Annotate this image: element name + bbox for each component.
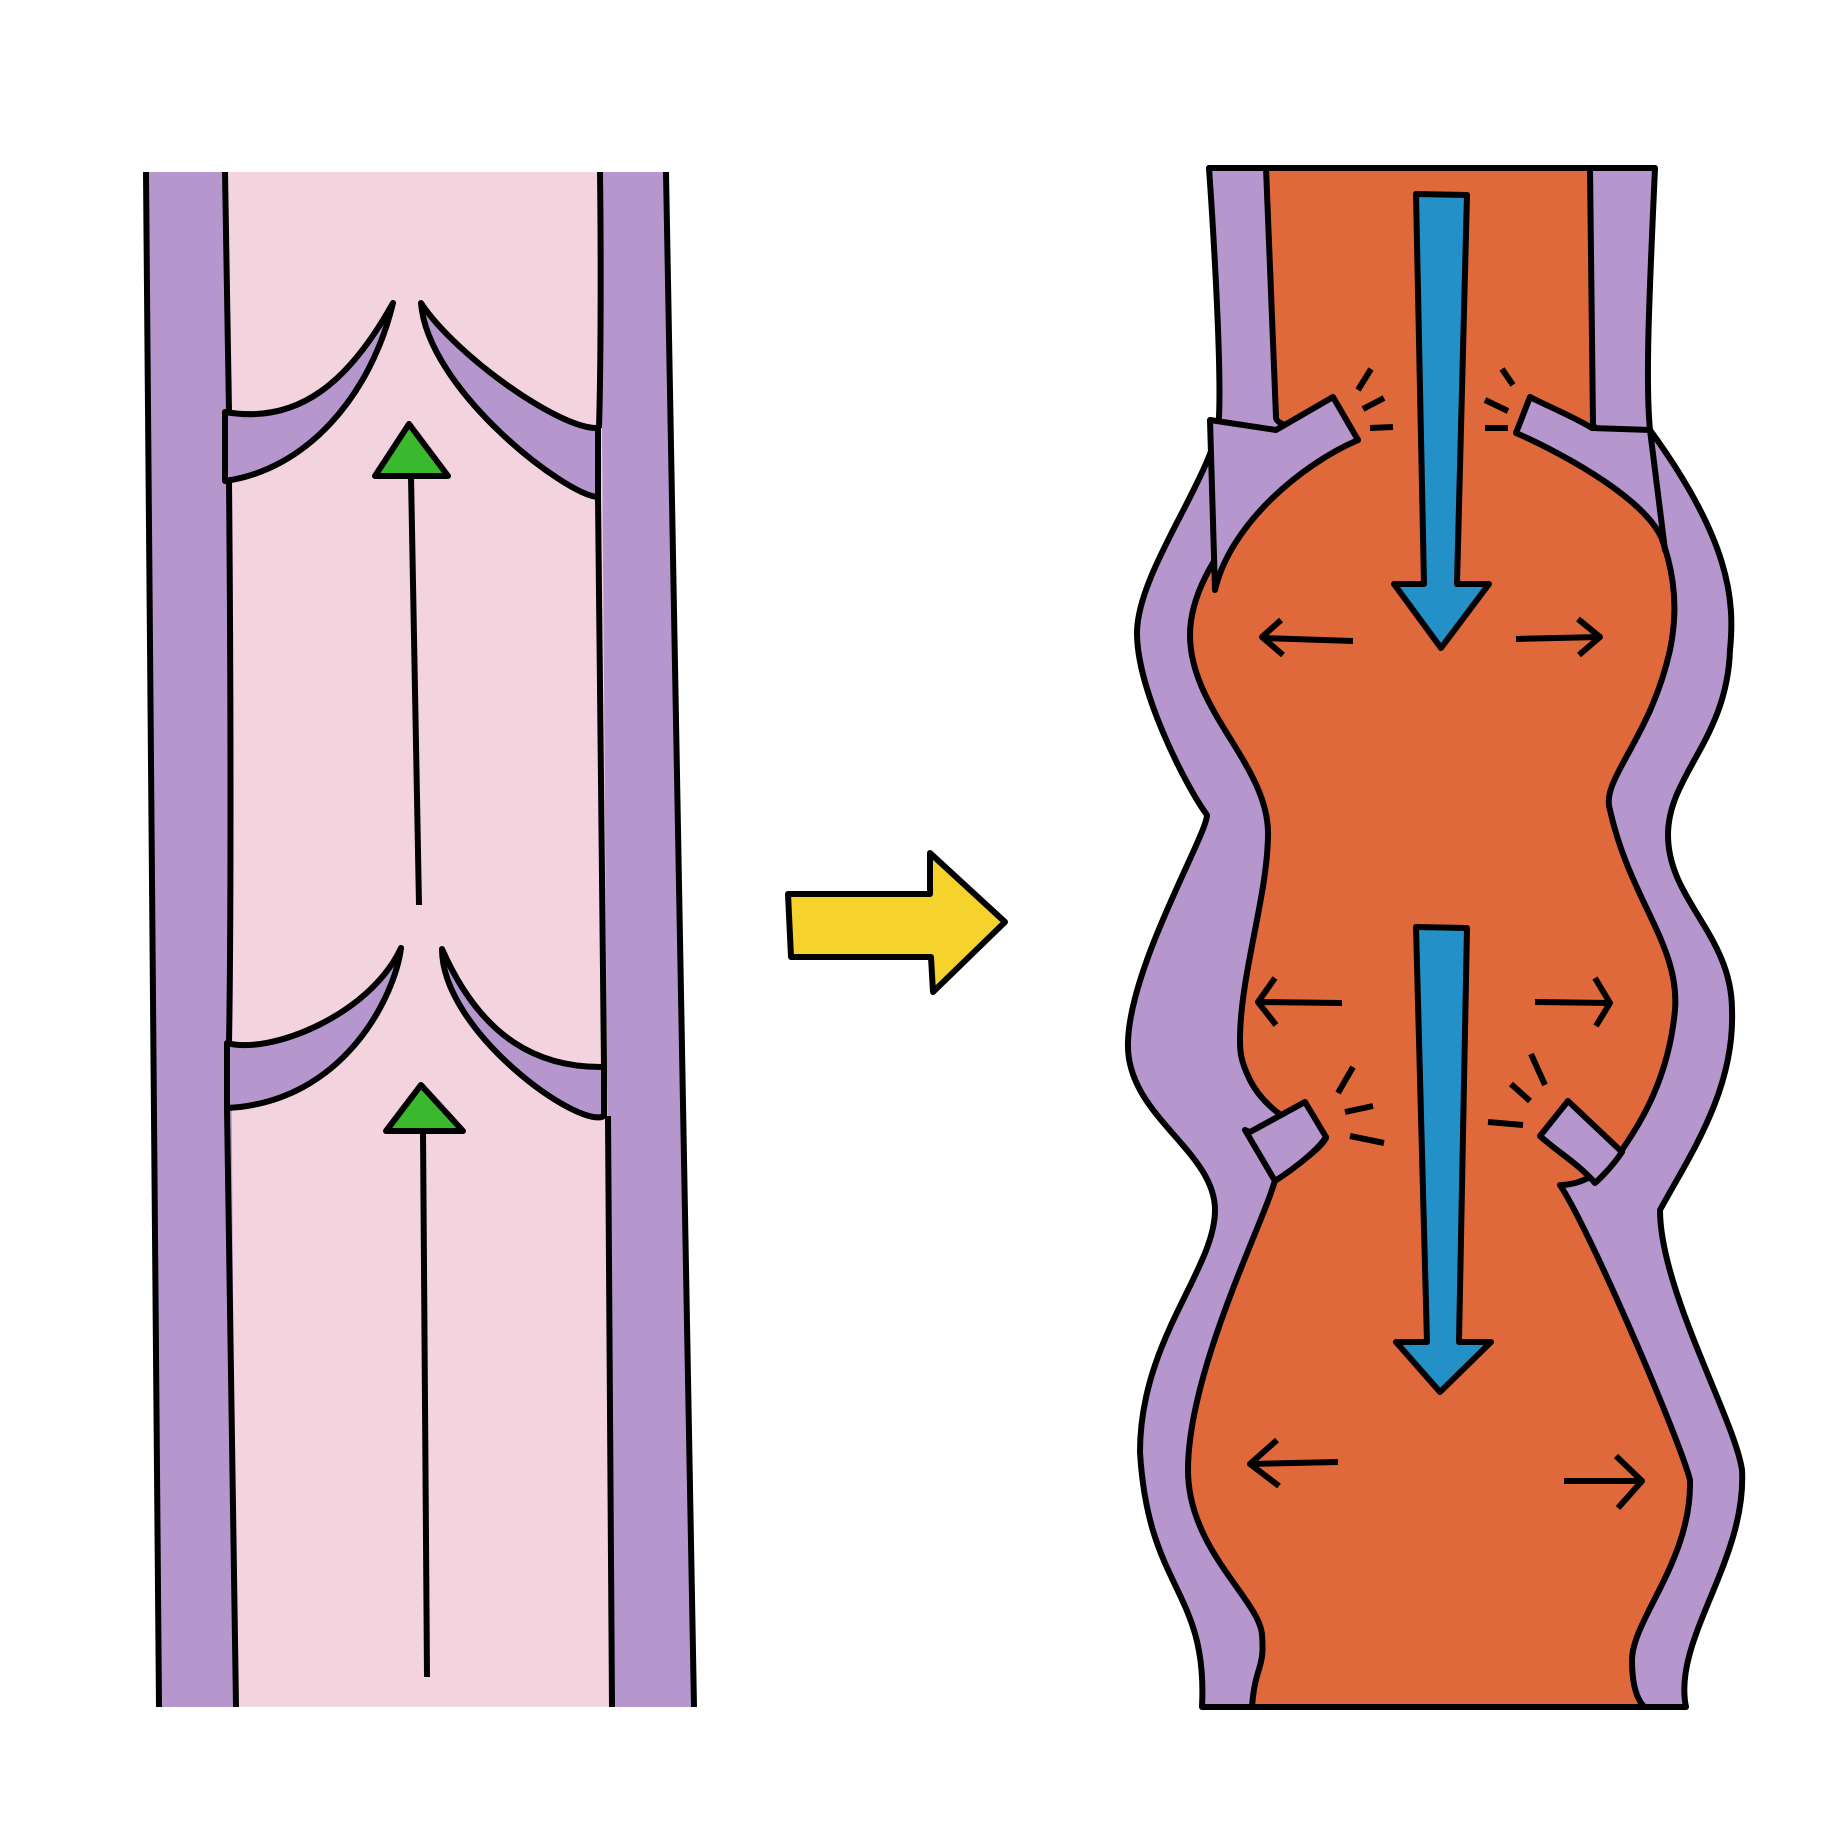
varicose-upper-valve-right-flap [1513,394,1668,553]
healthy-lower-valve-right-cusp [439,946,607,1121]
varicose-upper-valve-left-flap [1207,394,1361,593]
right-block-arrow-icon [785,850,1008,995]
right-outward-arrow-icon [1534,976,1613,1028]
left-outward-arrow-icon [1247,1437,1339,1489]
varicose-lower-valve-left-flap [1242,1099,1329,1184]
wall-pressure-arrows [1247,616,1645,1510]
healthy-upper-valve-left-cusp [222,300,396,484]
varicose-lower-valve-right-flap [1537,1098,1625,1186]
left-outward-arrow-icon [1259,617,1354,658]
upward-arrowhead-icon [372,421,451,479]
healthy-vein-panel [143,171,697,1708]
healthy-vein-outline [143,171,697,1708]
healthy-upward-flow-arrow-upper [372,421,451,906]
healthy-upper-valve-right-cusp [418,300,601,500]
right-outward-arrow-icon [1515,616,1603,658]
left-outward-arrow-icon [1255,976,1343,1027]
upward-arrowhead-icon [383,1082,466,1134]
varicose-vein-panel [1124,165,1746,1710]
backflow-down-arrow-icon-upper [1391,191,1492,651]
healthy-vein-lumen [225,172,612,1707]
healthy-upward-flow-arrow-lower [383,1082,466,1678]
leak-burst-marks [1335,367,1548,1146]
healthy-lower-valve-left-cusp [224,945,404,1111]
backflow-down-arrow-icon-lower [1393,924,1494,1395]
right-outward-arrow-icon [1564,1453,1645,1510]
